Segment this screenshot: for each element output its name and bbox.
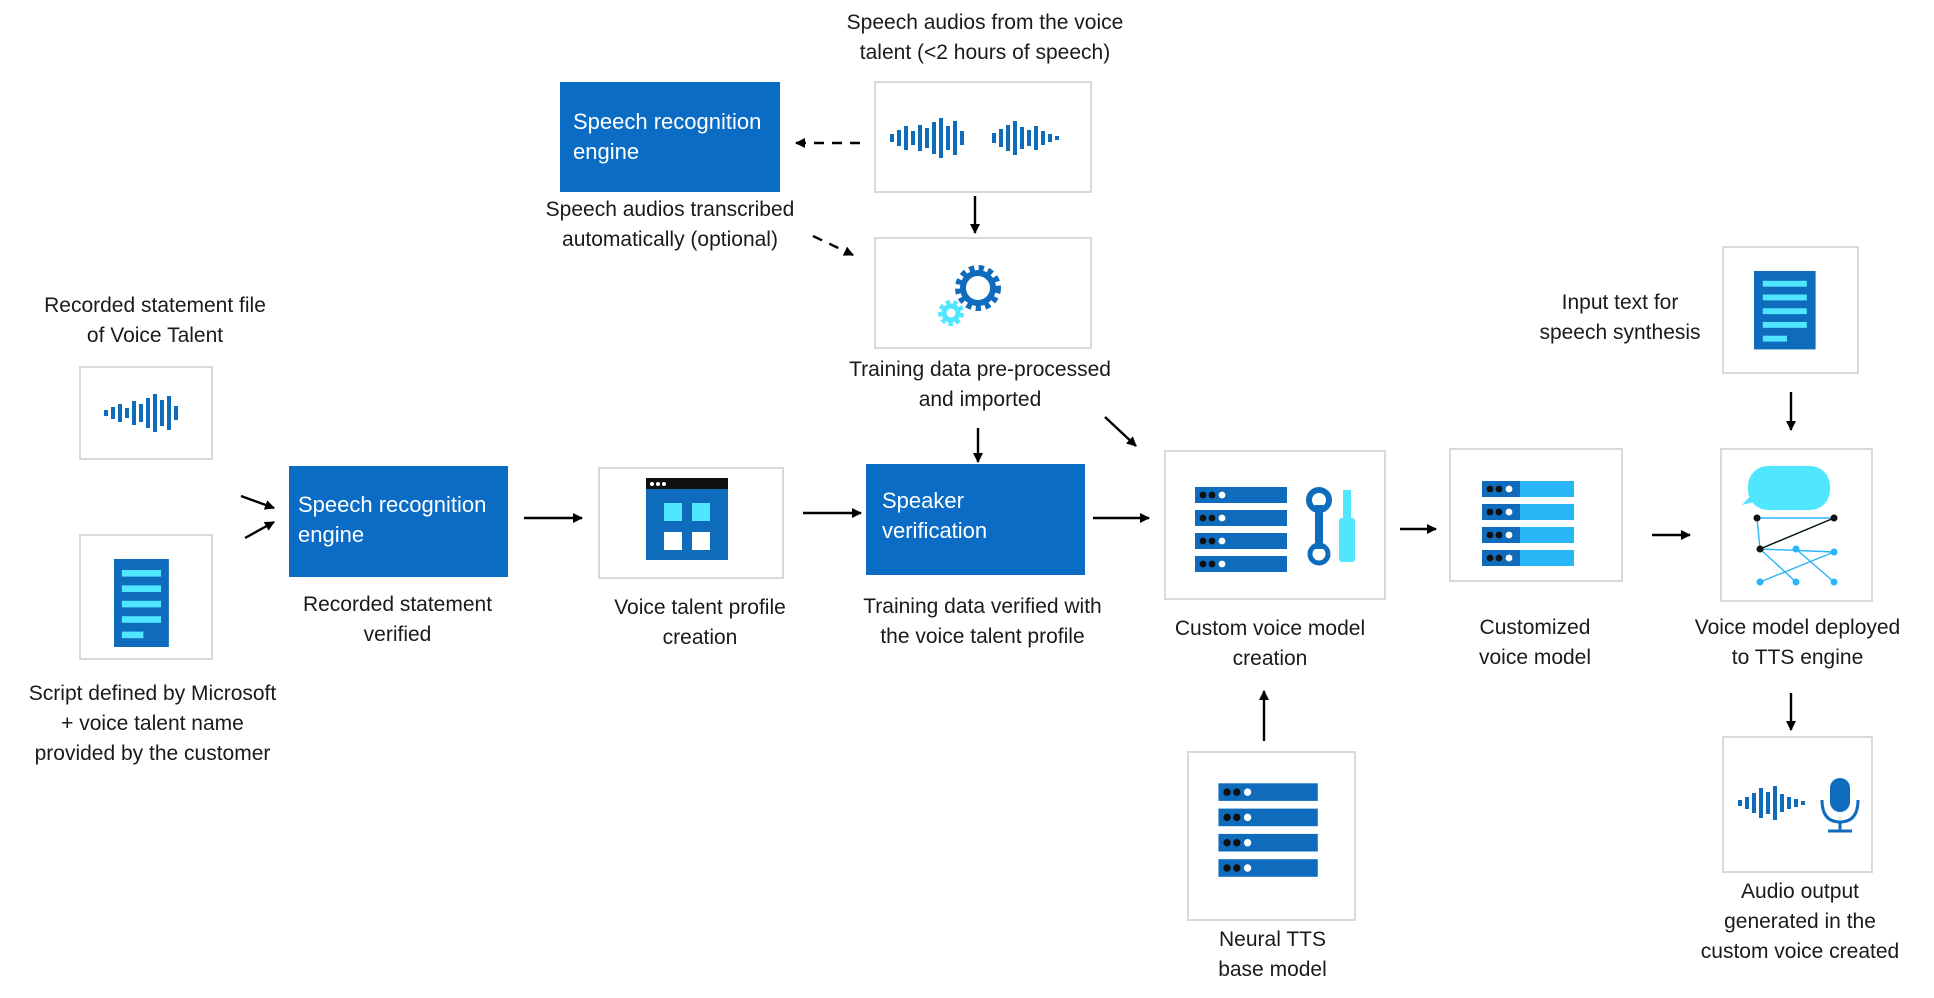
gears-frame [874,237,1092,349]
transcribed-label: Speech audios transcribed automatically … [545,198,795,251]
servers-with-tools-icon [1195,487,1355,572]
audio-waveform-icon [890,118,1059,158]
customized-model-label: Customized voice model [1478,616,1592,669]
script-label: Script defined by Microsoft + voice tale… [28,682,277,765]
app-window-icon [646,478,728,560]
sr-engine-main-box [289,466,508,577]
training-verified-label: Training data verified with the voice ta… [863,595,1102,648]
waveform-microphone-icon [1738,778,1860,833]
speaker-verification-box [866,464,1085,575]
audio-output-label: Audio output generated in the custom voi… [1700,880,1900,963]
sr-engine-top-box [560,82,780,192]
document-icon-script [114,559,169,647]
chat-network-icon [1742,466,1838,586]
preprocessed-label: Training data pre-processed and imported [849,358,1111,411]
custom-model-creation-label: Custom voice model creation [1174,617,1366,670]
speech-audios-label: Speech audios from the voice talent (<2 … [846,11,1124,64]
flow-arrows [240,138,1796,741]
neural-base-label: Neural TTS base model [1218,928,1327,981]
deployed-label: Voice model deployed to TTS engine [1694,616,1901,669]
gears-icon [938,265,1001,326]
audio-waveform-icon-left [104,394,178,432]
recorded-file-label: Recorded statement file of Voice Talent [44,294,266,347]
profile-creation-label: Voice talent profile creation [614,596,786,649]
input-text-label: Input text for speech synthesis [1539,291,1701,344]
recorded-verified-label: Recorded statement verified [302,593,493,646]
document-icon-input [1754,271,1816,350]
